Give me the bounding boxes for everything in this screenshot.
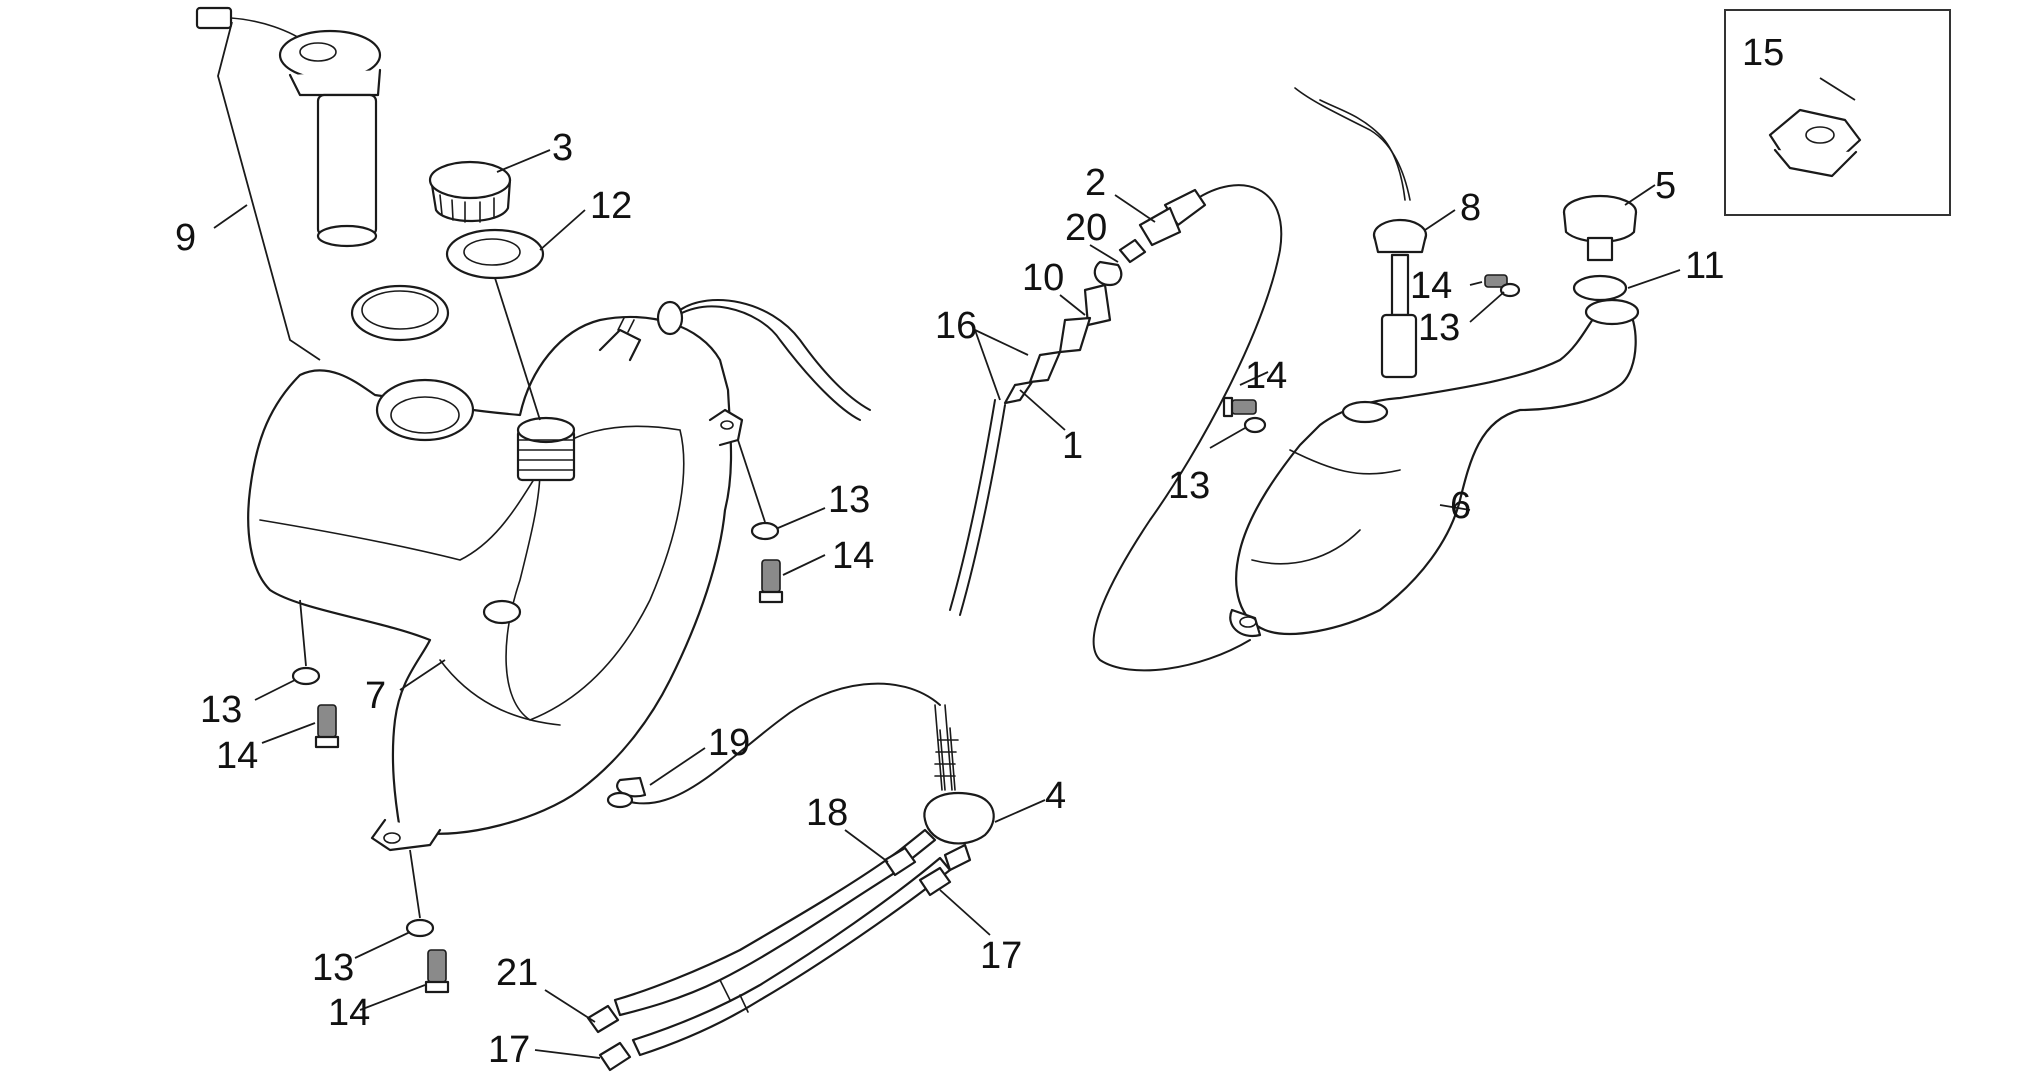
- callout-12: 12: [590, 185, 632, 227]
- bolt-14e-part[interactable]: [1484, 274, 1508, 288]
- washer-13c-part[interactable]: [405, 918, 435, 938]
- fuel-level-sender-part[interactable]: [195, 6, 382, 248]
- fuel-line-hose[interactable]: [611, 682, 941, 805]
- hose-clamp-21-part[interactable]: [586, 1004, 620, 1034]
- callout-21: 21: [496, 952, 538, 994]
- callout-17b: 17: [488, 1029, 530, 1071]
- hose-clip-19-part[interactable]: [606, 776, 647, 809]
- callout-16: 16: [935, 305, 977, 347]
- bolt-14a-part[interactable]: [758, 559, 784, 604]
- callout-3: 3: [552, 127, 573, 169]
- oil-cap-gasket-part[interactable]: [1572, 274, 1628, 302]
- fuel-tap-part[interactable]: [898, 704, 995, 872]
- callout-19: 19: [708, 722, 750, 764]
- washer-13a-part[interactable]: [750, 521, 780, 541]
- callout-7: 7: [365, 675, 386, 717]
- callout-15: 15: [1742, 32, 1784, 74]
- fuel-tank-part[interactable]: [247, 315, 744, 852]
- callout-4: 4: [1045, 775, 1066, 817]
- sender-gasket-part[interactable]: [350, 284, 450, 342]
- vent-hose[interactable]: [656, 299, 871, 421]
- callout-6: 6: [1450, 485, 1471, 527]
- callout-14b: 14: [216, 735, 258, 777]
- bolt-14d-part[interactable]: [1222, 396, 1257, 418]
- oil-cap-part[interactable]: [1562, 194, 1638, 262]
- oil-level-sender-part[interactable]: [1294, 87, 1428, 379]
- callout-17a: 17: [980, 935, 1022, 977]
- callout-10: 10: [1022, 257, 1064, 299]
- bolt-14b-part[interactable]: [314, 704, 340, 749]
- callout-18: 18: [806, 792, 848, 834]
- filler-cap-part[interactable]: [428, 160, 512, 223]
- callout-14a: 14: [832, 535, 874, 577]
- fuel-hose-pair[interactable]: [613, 848, 952, 1057]
- callout-20: 20: [1065, 207, 1107, 249]
- callout-14c: 14: [328, 992, 370, 1034]
- callout-labels: 1 2 3 4 5 6 7 8 9 10 11 12 15 16 17 17 1…: [175, 32, 1784, 1071]
- oil-hose-loop[interactable]: [949, 184, 1283, 672]
- callout-13c: 13: [312, 947, 354, 989]
- callout-13d: 13: [1168, 465, 1210, 507]
- callout-13e: 13: [1418, 307, 1460, 349]
- callout-5: 5: [1655, 165, 1676, 207]
- washer-13d-part[interactable]: [1243, 416, 1267, 434]
- callout-1: 1: [1062, 425, 1083, 467]
- callout-14e: 14: [1410, 265, 1452, 307]
- oil-tank-part[interactable]: [1229, 298, 1640, 638]
- hose-clamp-17b-part[interactable]: [598, 1041, 632, 1072]
- hose-clamp-18-part[interactable]: [883, 846, 917, 877]
- callout-11: 11: [1685, 245, 1724, 287]
- clip-nut-part[interactable]: [1768, 108, 1862, 178]
- callout-2: 2: [1085, 162, 1106, 204]
- seal-ring-part[interactable]: [445, 228, 545, 280]
- leader-lines: [213, 21, 1856, 1059]
- callout-13b: 13: [200, 689, 242, 731]
- callout-14d: 14: [1245, 355, 1287, 397]
- oil-banjo-fitting-part[interactable]: [1003, 188, 1207, 405]
- washer-13b-part[interactable]: [291, 666, 321, 686]
- bolt-14c-part[interactable]: [424, 949, 450, 994]
- callout-9: 9: [175, 217, 196, 259]
- inset-box: [1724, 9, 1951, 216]
- washer-13e-part[interactable]: [1499, 282, 1521, 298]
- hose-clamp-17a-part[interactable]: [918, 866, 952, 897]
- callout-13a: 13: [828, 479, 870, 521]
- callout-8: 8: [1460, 187, 1481, 229]
